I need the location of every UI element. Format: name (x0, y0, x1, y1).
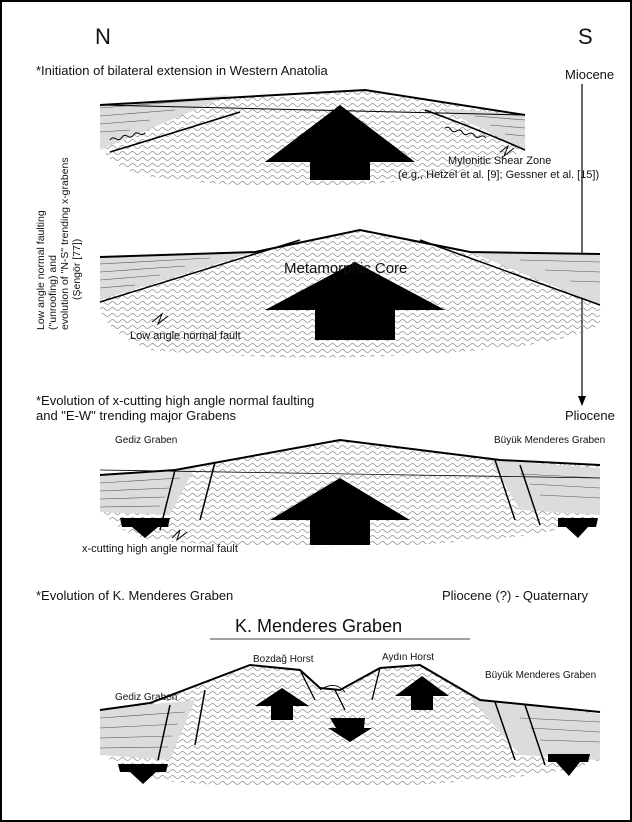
north-label: N (95, 24, 111, 49)
panel4-title: *Evolution of K. Menderes Graben (36, 588, 233, 603)
panel4-gediz-label: Gediz Graben (115, 692, 177, 703)
panel3-fault-label: x-cutting high angle normal fault (82, 543, 238, 555)
timeline-quaternary: Pliocene (?) - Quaternary (442, 588, 588, 603)
panel4-aydin-label: Aydın Horst (382, 652, 434, 663)
panel3-title-line2: and "E-W" trending major Grabens (36, 408, 236, 423)
side-label-line3: evolution of "N-S" trending x-grabens (59, 157, 71, 330)
panel2-core-label: Metamorphic Core (284, 260, 407, 277)
panel4-kmenderes-label: K. Menderes Graben (235, 616, 402, 636)
panel1-mylonitic-label: Mylonitic Shear Zone (448, 155, 551, 167)
side-label: Low angle normal faulting ("unroofing) a… (35, 157, 83, 330)
panel3-right-down-arrow (558, 518, 598, 538)
timeline-pliocene: Pliocene (565, 408, 615, 423)
panel4-section (100, 665, 600, 788)
south-label: S (578, 24, 593, 49)
panel3-section (100, 440, 600, 548)
panel3-buyuk-label: Büyük Menderes Graben (494, 435, 605, 446)
panel4-bozdag-label: Bozdağ Horst (253, 654, 314, 665)
panel3-gediz-label: Gediz Graben (115, 435, 177, 446)
panel2-fault-label: Low angle normal fault (130, 330, 241, 342)
side-label-line1: Low angle normal faulting (35, 210, 47, 330)
side-label-line4: (Şengör [77]) (71, 239, 83, 300)
side-label-line2: ("unroofing) and (47, 255, 59, 330)
panel1-mylonitic-refs: (e.g., Hetzel et al. [9]; Gessner et al.… (398, 169, 599, 181)
panel4-buyuk-label: Büyük Menderes Graben (485, 670, 596, 681)
timeline-miocene: Miocene (565, 67, 614, 82)
timeline-arrow-head (578, 396, 586, 406)
panel3-title-line1: *Evolution of x-cutting high angle norma… (36, 393, 314, 408)
panel1-title: *Initiation of bilateral extension in We… (36, 63, 328, 78)
